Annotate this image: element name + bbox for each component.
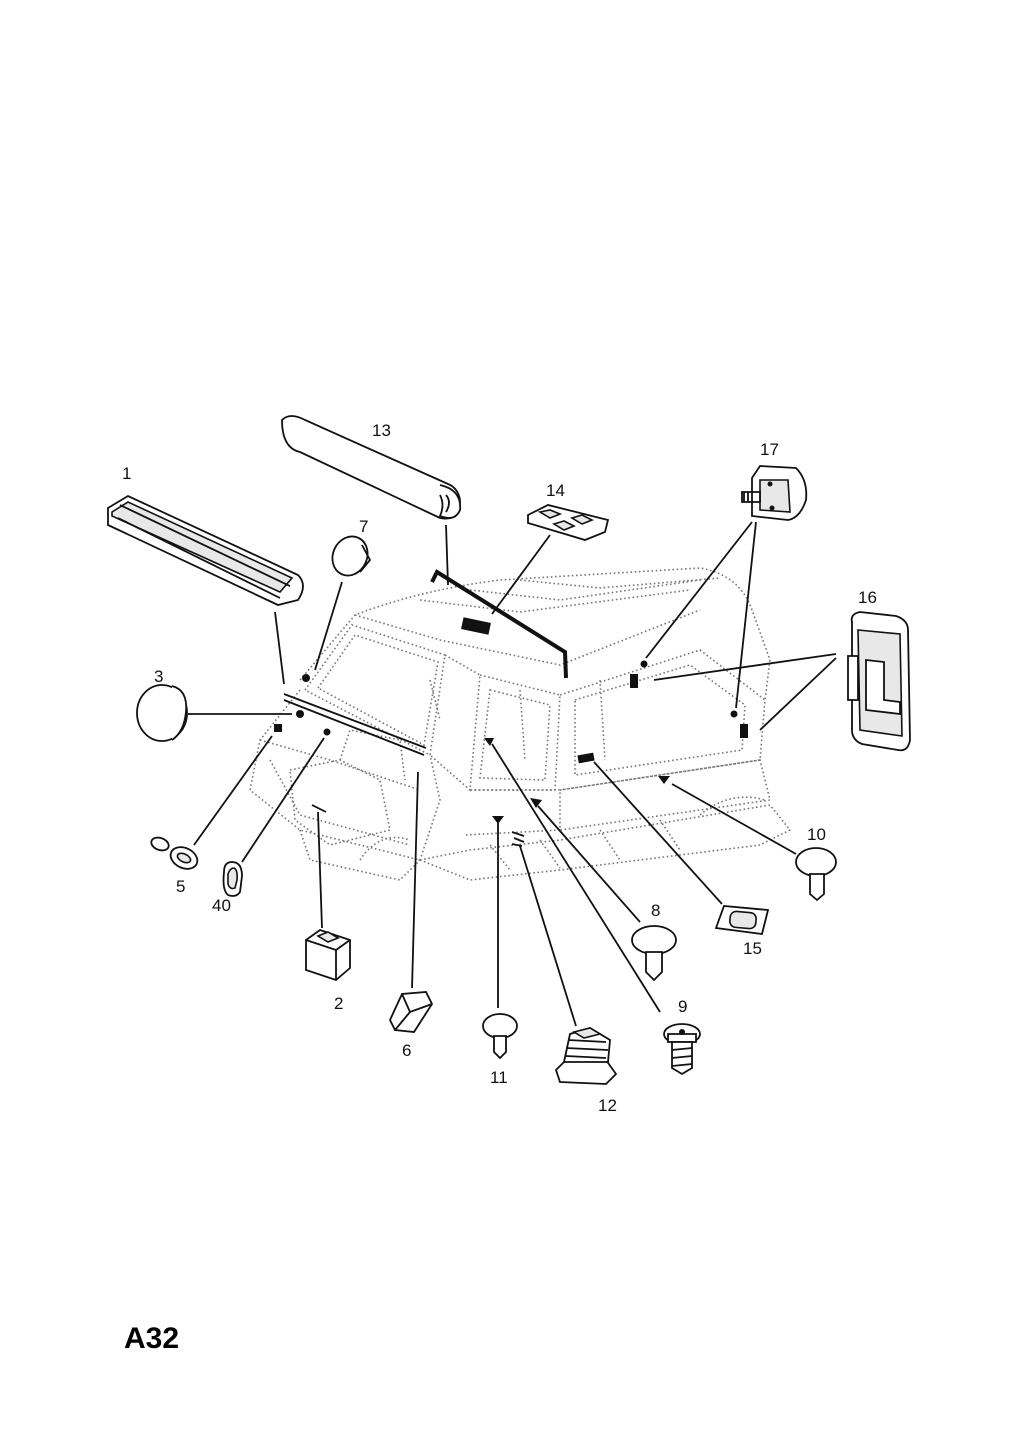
part-6-wedge bbox=[389, 771, 434, 1033]
callout-7: 7 bbox=[359, 517, 369, 536]
part-15-grommet-plate bbox=[577, 752, 770, 935]
callout-40: 40 bbox=[212, 896, 231, 915]
part-16-panel-pad bbox=[630, 611, 911, 752]
callout-2: 2 bbox=[334, 994, 344, 1013]
callout-12: 12 bbox=[598, 1096, 617, 1115]
callout-14: 14 bbox=[546, 481, 565, 500]
callout-13: 13 bbox=[372, 421, 391, 440]
callout-10: 10 bbox=[807, 825, 826, 844]
callout-1: 1 bbox=[122, 464, 132, 483]
callout-3: 3 bbox=[154, 667, 164, 686]
callout-6: 6 bbox=[402, 1041, 412, 1060]
page-code: A32 bbox=[124, 1322, 180, 1355]
part-12-bellows bbox=[511, 831, 618, 1085]
part-40-clip bbox=[222, 737, 325, 897]
part-11-push-pin bbox=[482, 816, 518, 1060]
callout-11: 11 bbox=[490, 1068, 508, 1087]
part-13-seal-tube bbox=[281, 415, 462, 586]
plug-mark-5 bbox=[274, 724, 282, 732]
callout-16: 16 bbox=[858, 588, 877, 607]
part-2-box-clip bbox=[305, 804, 351, 982]
part-10-push-pin bbox=[658, 776, 837, 902]
part-17-buffer bbox=[640, 465, 808, 718]
callout-15: 15 bbox=[743, 939, 762, 958]
part-5-grommet bbox=[150, 735, 273, 870]
vehicle-body-outline bbox=[249, 567, 792, 881]
callout-5: 5 bbox=[176, 877, 186, 896]
callout-17: 17 bbox=[760, 440, 779, 459]
part-8-push-pin bbox=[530, 798, 677, 982]
callout-9: 9 bbox=[678, 997, 688, 1016]
part-7-cap bbox=[302, 535, 372, 682]
part-1-roof-trim bbox=[107, 494, 304, 685]
part-9-bolt bbox=[484, 738, 701, 1076]
roof-seal-installed bbox=[430, 569, 568, 679]
part-3-large-cap bbox=[136, 684, 304, 742]
part-14-plate bbox=[461, 504, 610, 635]
callout-8: 8 bbox=[651, 901, 661, 920]
